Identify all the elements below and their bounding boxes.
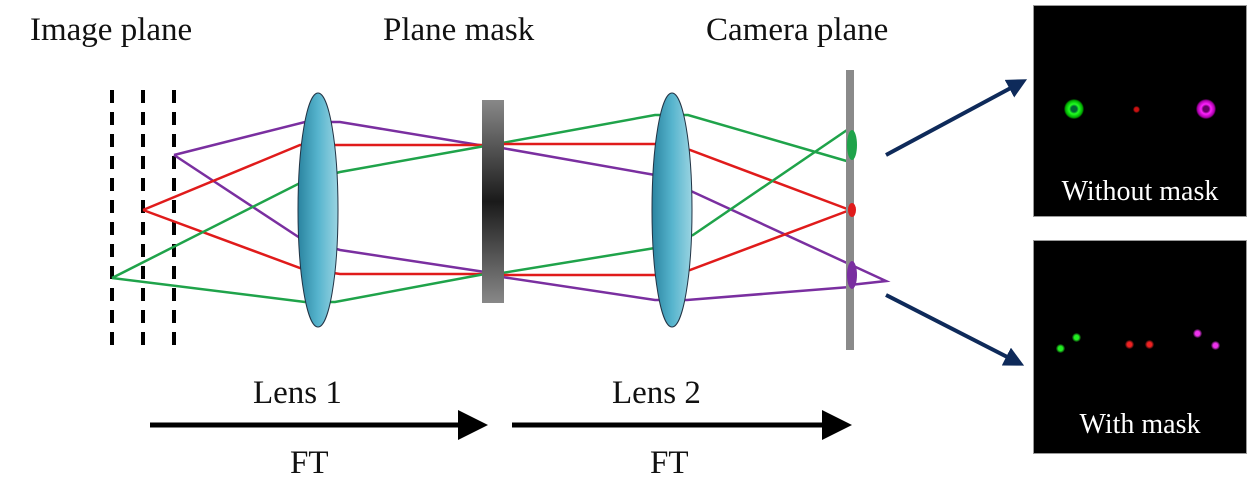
red-spot-1: [1125, 340, 1134, 349]
ft2-label: FT: [650, 445, 689, 481]
lens1-label: Lens 1: [253, 375, 342, 411]
plane-mask-label: Plane mask: [383, 12, 535, 48]
with-mask-label: With mask: [1079, 409, 1201, 440]
green-focus: [847, 130, 857, 160]
magenta-spot-2: [1211, 341, 1220, 350]
lens2-label: Lens 2: [612, 375, 701, 411]
arrow-to-without-mask: [885, 79, 1028, 157]
image-plane-lines: [110, 90, 176, 352]
without-mask-label: Without mask: [1061, 176, 1219, 207]
magenta-spot-1: [1193, 329, 1202, 338]
purple-focus: [847, 261, 857, 289]
without-mask-panel: Without mask: [1033, 5, 1247, 217]
arrow-to-with-mask: [885, 293, 1025, 366]
green-spot-1: [1056, 344, 1065, 353]
with-mask-panel: With mask: [1033, 240, 1247, 454]
rays-lens2: [501, 113, 891, 302]
green-spot-2: [1072, 333, 1081, 342]
image-plane-label: Image plane: [30, 12, 193, 48]
ft1-label: FT: [290, 445, 329, 481]
red-spot-2: [1145, 340, 1154, 349]
plane-mask: [482, 100, 504, 303]
camera-plane-label: Camera plane: [706, 12, 889, 48]
lens-2: [651, 92, 693, 328]
red-focus: [848, 203, 856, 217]
magenta-spot: [1196, 99, 1216, 119]
red-spot: [1133, 106, 1140, 113]
green-spot: [1064, 99, 1084, 119]
lens-1: [297, 92, 339, 328]
